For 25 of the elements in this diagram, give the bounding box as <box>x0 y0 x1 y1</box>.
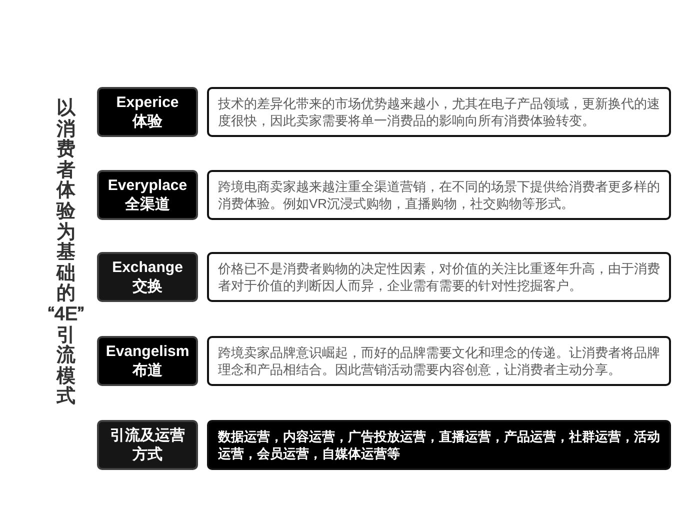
description-text: 跨境卖家品牌意识崛起，而好的品牌需要文化和理念的传递。让消费者将品牌理念和产品相结合。因此营销活动需要内容创意，让消费者主动分享。 <box>218 344 661 378</box>
description-card <box>207 336 671 386</box>
description-card <box>207 252 671 302</box>
term-name: Exchange <box>112 258 183 277</box>
term-translation: 全渠道 <box>125 195 170 214</box>
term-translation: 布道 <box>132 361 162 380</box>
description-text: 技术的差异化带来的市场优势越来越小，尤其在电子产品领域，更新换代的速度很快，因此卖家需要将单一消费品的影响向所有消费体验转变。 <box>218 95 661 129</box>
term-name: 引流及运营方式 <box>109 426 186 464</box>
description-card <box>207 420 671 470</box>
term-name: Evangelism <box>106 342 190 361</box>
term-name: Everyplace <box>108 176 188 195</box>
description-text: 数据运营，内容运营，广告投放运营，直播运营，产品运营，社群运营，活动运营，会员运营，自媒体运营等 <box>218 428 661 462</box>
description-text: 跨境电商卖家越来越注重全渠道营销，在不同的场景下提供给消费者更多样的消费体验。例如VR沉浸式购物，直播购物，社交购物等形式。 <box>218 178 661 212</box>
term-name: Experice <box>116 93 179 112</box>
term-card <box>97 87 198 137</box>
term-card <box>97 336 198 386</box>
description-text: 价格已不是消费者购物的决定性因素，对价值的关注比重逐年升高，由于消费者对于价值的判断因人而异，企业需有需要的针对性挖掘客户。 <box>218 260 661 294</box>
term-card <box>97 252 198 302</box>
description-card <box>207 87 671 137</box>
term-card <box>97 420 198 470</box>
vertical-title: 以消费者体验为基础的“4E”引流模式 <box>48 99 84 408</box>
term-card <box>97 170 198 220</box>
term-translation: 体验 <box>132 112 162 131</box>
description-card <box>207 170 671 220</box>
term-translation: 交换 <box>132 277 162 296</box>
